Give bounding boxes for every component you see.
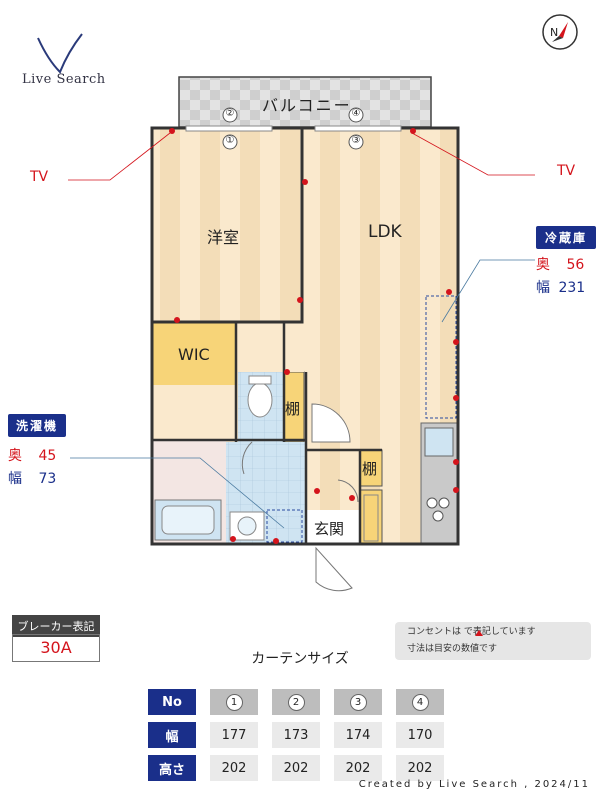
curtain-no-4: 4 (396, 689, 444, 715)
balcony-label: バルコニー (262, 96, 352, 115)
header-width: 幅 (148, 722, 196, 748)
note-dimensions: 寸法は目安の数値です (407, 644, 498, 654)
washer-space (266, 509, 303, 543)
outlet-legend-icon (475, 630, 483, 636)
window-marker-1 (222, 134, 238, 150)
curtain-height-3: 202 (334, 755, 382, 781)
curtain-height-1: 202 (210, 755, 258, 781)
breaker-value: 30A (12, 634, 100, 662)
outlet-markers (169, 128, 459, 544)
table-row: 高さ 202 202 202 202 (148, 755, 444, 781)
washer-depth-value: 45 (38, 448, 57, 464)
compass-icon: N (540, 12, 580, 52)
curtain-height-2: 202 (272, 755, 320, 781)
room-ldk: LDK (368, 222, 402, 242)
entrance-area (306, 510, 360, 544)
curtain-no-3: 3 (334, 689, 382, 715)
washer-depth-label: 奥 (8, 448, 22, 464)
window-number-3: ③ (351, 135, 361, 146)
breaker-label: ブレーカー表記 (12, 615, 100, 637)
header-height: 高さ (148, 755, 196, 781)
washer-width-value: 73 (38, 471, 57, 487)
curtain-width-4: 170 (396, 722, 444, 748)
svg-text:N: N (550, 26, 558, 39)
washer-width-label: 幅 (8, 471, 22, 487)
balcony (178, 76, 432, 128)
fridge-width-label: 幅 (536, 280, 550, 296)
fridge-spec: 冷蔵庫 奥 56 幅 231 (536, 226, 596, 297)
curtain-width-2: 173 (272, 722, 320, 748)
curtain-title: カーテンサイズ (251, 651, 349, 667)
entrance-label: 玄関 (314, 520, 345, 538)
window-marker-2 (222, 107, 238, 123)
shelf-1-label: 棚 (285, 400, 301, 418)
logo (20, 30, 110, 90)
notes-box: コンセントは で表記しています 寸法は目安の数値です (395, 622, 591, 660)
curtain-width-1: 177 (210, 722, 258, 748)
floor-plan (68, 76, 535, 592)
curtain-width-3: 174 (334, 722, 382, 748)
wic-area (152, 322, 236, 385)
fridge-title: 冷蔵庫 (536, 226, 596, 249)
curtain-no-2: 2 (272, 689, 320, 715)
shelf-2-label: 棚 (362, 460, 378, 478)
header-no: No (148, 689, 196, 715)
curtain-height-4: 202 (396, 755, 444, 781)
curtain-table: No 1 2 3 4 幅 177 173 174 170 高さ 202 202 … (134, 682, 458, 788)
logo-mark (37, 33, 83, 74)
tv-label-right: TV (557, 163, 576, 179)
fridge-depth-value: 56 (566, 257, 585, 273)
fridge-width-value: 231 (558, 280, 586, 296)
room-wic: WIC (178, 345, 210, 364)
washer-title: 洗濯機 (8, 414, 66, 437)
washer-spec: 洗濯機 奥 45 幅 73 (8, 414, 66, 488)
room-western: 洋室 (207, 228, 240, 247)
credit: Created by Live Search , 2024/11 (358, 779, 590, 790)
table-row: No 1 2 3 4 (148, 689, 444, 715)
table-row: 幅 177 173 174 170 (148, 722, 444, 748)
fridge-depth-label: 奥 (536, 257, 550, 273)
window-number-4: ④ (351, 108, 361, 119)
fridge-space (425, 295, 457, 419)
tv-label-left: TV (30, 169, 49, 185)
window-number-1: ① (225, 135, 235, 146)
note-outlet: コンセントは で表記しています (407, 627, 536, 637)
brand-name: Live Search (22, 72, 106, 87)
window-marker-3 (348, 134, 364, 150)
curtain-no-1: 1 (210, 689, 258, 715)
window-number-2: ② (225, 108, 235, 119)
window-marker-4 (348, 107, 364, 123)
